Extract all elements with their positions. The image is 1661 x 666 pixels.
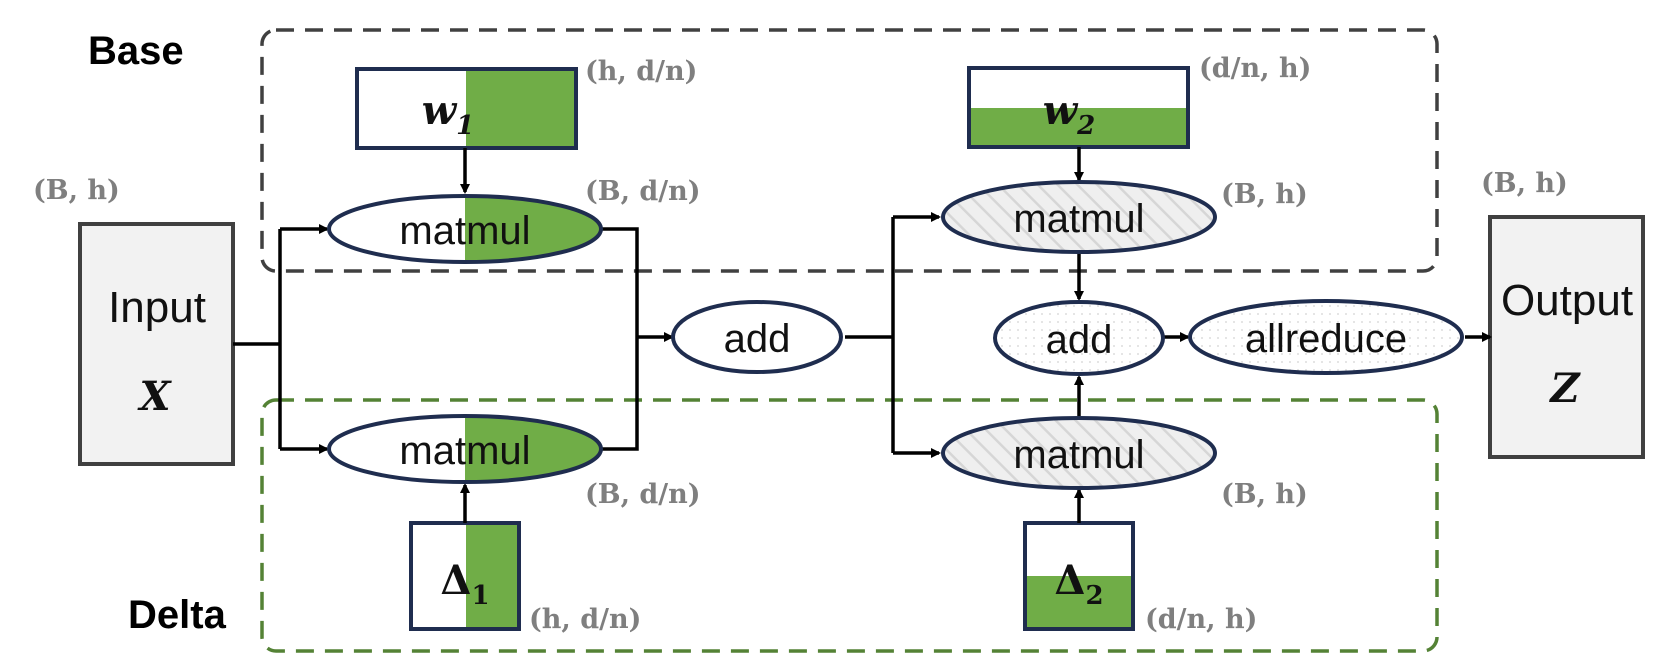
add-node-1-label: add	[724, 317, 791, 361]
matmul-base-2-dims: (B, h)	[1221, 179, 1308, 210]
delta2-symbol: Δ	[1054, 557, 1085, 604]
matmul-delta-1-dims: (B, d/n)	[585, 479, 701, 510]
matmul-delta-2: matmul	[941, 416, 1217, 490]
matmul-base-2: matmul	[941, 180, 1217, 254]
base-label: Base	[88, 29, 184, 73]
output-dims: (B, h)	[1481, 168, 1568, 199]
add-node-2: add	[993, 300, 1165, 376]
svg-text:Δ2: Δ2	[1054, 557, 1103, 611]
input-box: Input X	[78, 222, 235, 466]
delta1-symbol: Δ	[440, 557, 471, 604]
delta2-dims: (d/n, h)	[1145, 604, 1257, 635]
output-title: Output	[1501, 276, 1633, 325]
weight-w2: w2	[967, 66, 1190, 149]
w2-subscript: 2	[1076, 111, 1095, 141]
w1-subscript: 1	[456, 111, 474, 141]
matmul-delta-1-label: matmul	[399, 429, 530, 473]
matmul-base-1-dims: (B, d/n)	[585, 176, 701, 207]
delta1-subscript: 1	[471, 581, 489, 611]
add-node-2-label: add	[1046, 318, 1113, 362]
delta-label: Delta	[128, 593, 227, 637]
matmul-base-1-label: matmul	[399, 209, 530, 253]
input-symbol: X	[136, 373, 172, 420]
matmul-delta-2-label: matmul	[1013, 433, 1144, 477]
weight-delta2: Δ2	[1023, 521, 1135, 631]
add-node-1: add	[671, 300, 843, 374]
matmul-delta-2-dims: (B, h)	[1221, 479, 1308, 510]
base-region	[260, 28, 1439, 273]
input-title: Input	[108, 283, 206, 332]
weight-delta1: Δ1	[409, 521, 521, 631]
input-dims: (B, h)	[33, 175, 120, 206]
delta-region	[260, 398, 1439, 653]
edges	[233, 147, 1492, 523]
allreduce-node: allreduce	[1188, 299, 1464, 375]
output-box: Output Z	[1488, 215, 1645, 459]
svg-text:w2: w2	[1043, 87, 1096, 141]
w1-dims: (h, d/n)	[585, 56, 697, 87]
output-symbol: Z	[1548, 365, 1581, 412]
matmul-base-2-label: matmul	[1013, 197, 1144, 241]
matmul-delta-1: matmul	[327, 414, 603, 484]
delta2-subscript: 2	[1085, 581, 1103, 611]
svg-text:w1: w1	[422, 87, 475, 141]
w2-symbol: w	[1043, 87, 1079, 134]
weight-w1: w1	[355, 67, 578, 150]
delta1-dims: (h, d/n)	[529, 604, 641, 635]
w1-symbol: w	[422, 87, 458, 134]
matmul-base-1: matmul	[327, 194, 603, 264]
svg-text:Δ1: Δ1	[440, 557, 489, 611]
allreduce-label: allreduce	[1245, 317, 1407, 361]
w2-dims: (d/n, h)	[1199, 53, 1311, 84]
